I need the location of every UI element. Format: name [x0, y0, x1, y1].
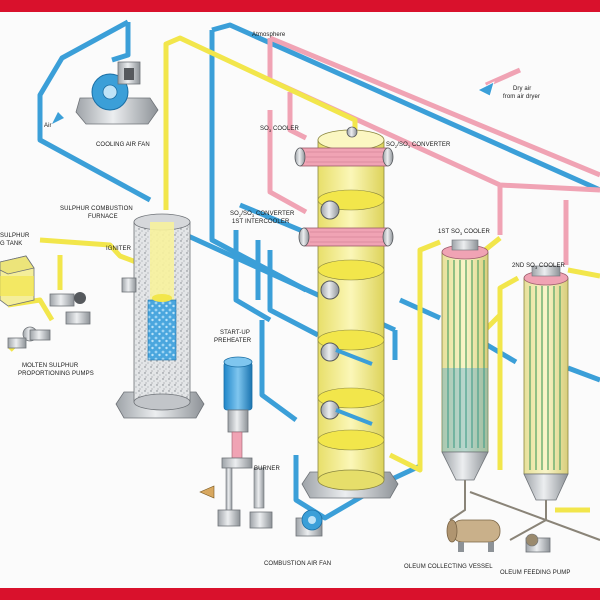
sulphur-acid-piping — [7, 35, 600, 513]
converter-internal-coil — [335, 348, 373, 426]
diagram-labels: Atmosphere Dry air from air dryer Air CO… — [0, 32, 570, 576]
dry-air-arrow-icon — [477, 81, 495, 97]
so3-gas-piping — [267, 35, 600, 265]
oleum-collecting-vessel — [446, 519, 501, 552]
label-sulphur-tank-2: G TANK — [0, 241, 22, 247]
label-sulphur-tank-1: SULPHUR — [0, 233, 30, 239]
label-first-intercooler: 1ST INTERCOOLER — [232, 219, 290, 225]
first-intercooler — [298, 227, 394, 247]
sulphur-tank — [0, 255, 35, 307]
oleum-feeding-pump — [525, 533, 551, 553]
so2-so3-converter-tower — [301, 126, 399, 499]
oleum-piping — [449, 480, 600, 541]
label-converter-first-intercooler: SO2/SO3 CONVERTER — [230, 211, 295, 218]
label-converter: SO2/SO3 CONVERTER — [386, 142, 451, 149]
second-so3-cooler — [523, 265, 569, 501]
label-from-air-dryer: from air dryer — [503, 94, 540, 100]
so3-cooler-exchanger — [294, 147, 394, 167]
label-oleum-feeding-pump: OLEUM FEEDING PUMP — [500, 570, 570, 576]
bottom-frame-bar — [0, 588, 600, 600]
label-proportioning-pumps: PROPORTIONING PUMPS — [18, 371, 94, 377]
label-second-so3-cooler: 2ND SO3 COOLER — [512, 263, 566, 270]
air-intake-arrow-icon — [52, 112, 64, 124]
air-gas-piping — [37, 19, 600, 521]
label-atmosphere: Atmosphere — [252, 32, 286, 38]
label-furnace: FURNACE — [88, 214, 118, 220]
label-first-so3-cooler: 1ST SO3 COOLER — [438, 229, 490, 236]
label-molten-sulphur: MOLTEN SULPHUR — [22, 363, 79, 369]
label-cooling-air-fan: COOLING AIR FAN — [96, 142, 150, 148]
top-frame-bar — [0, 0, 600, 12]
label-igniter: IGNITER — [106, 246, 132, 252]
label-combustion-air-fan: COMBUSTION AIR FAN — [264, 561, 331, 567]
label-burner: BURNER — [254, 466, 281, 472]
combustion-air-fan — [295, 509, 323, 537]
label-dry-air: Dry air — [513, 86, 531, 92]
label-oleum-collecting-vessel: OLEUM COLLECTING VESSEL — [404, 564, 493, 570]
startup-preheater — [217, 356, 273, 529]
label-sulphur-combustion: SULPHUR COMBUSTION — [60, 206, 133, 212]
label-so3-cooler: SO3 COOLER — [260, 126, 299, 133]
burner-feed-arrow-icon — [199, 485, 215, 499]
label-startup: START-UP — [220, 330, 250, 336]
label-air: Air — [44, 123, 52, 129]
cooling-air-fan — [75, 61, 159, 125]
sulphur-combustion-furnace — [115, 213, 205, 419]
label-preheater: PREHEATER — [214, 338, 252, 344]
proportioning-pumps — [7, 292, 91, 349]
first-so3-cooler — [441, 239, 489, 481]
